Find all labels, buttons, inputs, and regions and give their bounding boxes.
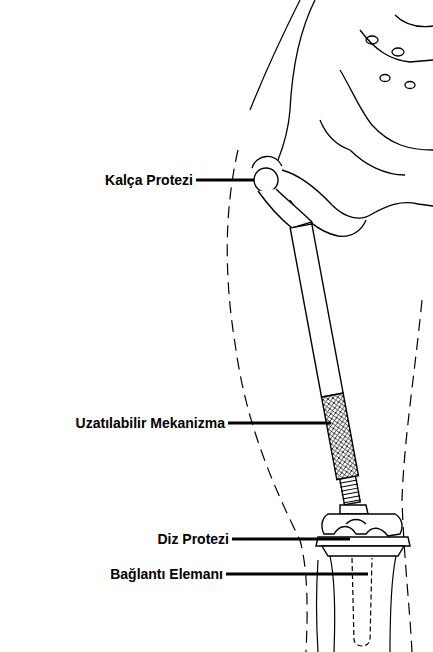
hip-prosthesis	[254, 168, 312, 228]
part-label: Kalça Protezi	[105, 171, 193, 189]
tibia	[317, 556, 397, 652]
femoral-rod	[290, 224, 363, 505]
leader-lines	[196, 180, 368, 574]
body-outline	[227, 0, 422, 652]
part-label: Diz Protezi	[157, 530, 229, 548]
part-label: Bağlantı Elemanı	[110, 565, 223, 583]
knee-prosthesis	[316, 505, 410, 556]
pelvis	[252, 0, 433, 236]
part-label: Uzatılabilir Mekanizma	[76, 414, 225, 432]
